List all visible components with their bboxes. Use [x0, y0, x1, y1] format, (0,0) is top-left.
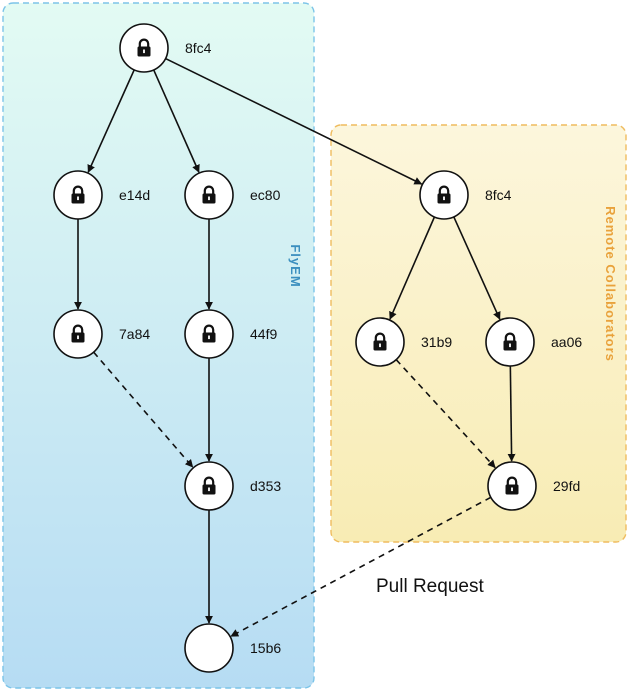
- commit-node[interactable]: 8fc4: [419, 170, 512, 220]
- lock-icon: [505, 476, 519, 495]
- lock-icon: [71, 324, 85, 343]
- lock-icon: [202, 476, 216, 495]
- commit-node[interactable]: 15b6: [184, 623, 281, 673]
- commit-node[interactable]: 7a84: [53, 309, 150, 359]
- flyem-region-label: FlyEM: [288, 244, 303, 287]
- lock-icon: [202, 185, 216, 204]
- commit-node-label: d353: [250, 478, 281, 494]
- edge-n8-n10: [453, 216, 501, 320]
- commit-node[interactable]: aa06: [485, 317, 582, 367]
- commit-node-label: 8fc4: [485, 187, 512, 203]
- edges-layer: [74, 57, 516, 637]
- edge-n1-n8: [165, 57, 423, 185]
- commit-node[interactable]: e14d: [53, 170, 150, 220]
- edge-n10-n11: [507, 365, 516, 462]
- commit-node[interactable]: 31b9: [355, 317, 452, 367]
- pull-request-label: Pull Request: [376, 576, 484, 597]
- commit-node[interactable]: d353: [184, 461, 281, 511]
- commit-node-label: 29fd: [553, 478, 580, 494]
- commit-node-label: aa06: [551, 334, 582, 350]
- flyem-region: [2, 2, 315, 689]
- lock-icon: [373, 332, 387, 351]
- lock-icon: [137, 38, 151, 57]
- edge-n11-n7: [230, 496, 492, 637]
- edge-n1-n2: [87, 69, 135, 173]
- edge-n9-n11: [395, 359, 496, 469]
- commit-node[interactable]: 29fd: [487, 461, 580, 511]
- commit-node[interactable]: 8fc4: [119, 23, 212, 73]
- lock-icon: [437, 185, 451, 204]
- commit-node-label: 31b9: [421, 334, 452, 350]
- remote-collaborators-region: [330, 124, 627, 543]
- edge-n8-n9: [389, 216, 436, 320]
- commit-node[interactable]: ec80: [184, 170, 281, 220]
- commit-node-label: 15b6: [250, 640, 281, 656]
- lock-icon: [202, 324, 216, 343]
- commit-node-circle[interactable]: [184, 623, 234, 673]
- remote-collaborators-region-label: Remote Collaborators: [603, 206, 618, 362]
- commit-node-label: e14d: [119, 187, 150, 203]
- lock-icon: [503, 332, 517, 351]
- edge-n4-n6: [93, 351, 194, 468]
- nodes-layer: 8fc4 e14d ec80 7a84 44f9 d353 15b6 8fc4 31b9 aa06…: [53, 23, 582, 673]
- commit-node[interactable]: 44f9: [184, 309, 277, 359]
- commit-node-label: 44f9: [250, 326, 277, 342]
- lock-icon: [71, 185, 85, 204]
- commit-node-label: ec80: [250, 187, 281, 203]
- commit-node-label: 7a84: [119, 326, 150, 342]
- commit-node-label: 8fc4: [185, 40, 212, 56]
- edge-n1-n3: [152, 69, 200, 173]
